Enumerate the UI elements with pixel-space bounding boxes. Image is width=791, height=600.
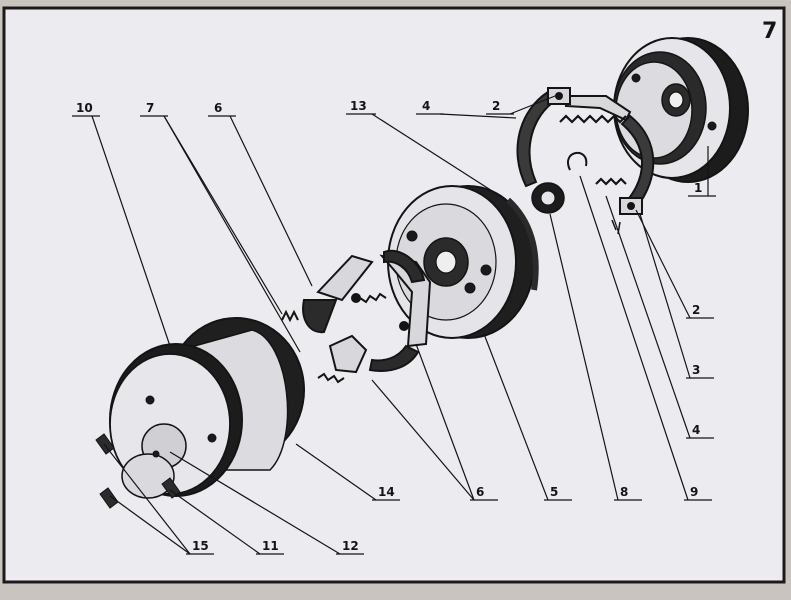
svg-text:9: 9 — [690, 485, 698, 499]
svg-text:3: 3 — [692, 363, 700, 377]
callout-15: 15 — [103, 443, 214, 555]
part-brake-drum — [613, 37, 749, 183]
callout-13: 13 — [346, 99, 501, 197]
part-brake-shoes — [516, 87, 655, 235]
svg-text:10: 10 — [76, 101, 93, 115]
svg-text:12: 12 — [342, 539, 359, 553]
part-seal-ring — [531, 182, 565, 214]
svg-text:14: 14 — [378, 485, 395, 499]
svg-text:6: 6 — [476, 485, 484, 499]
callout-10: 10 — [72, 101, 171, 347]
svg-text:7: 7 — [146, 101, 154, 115]
callout-4-right: 4 — [605, 195, 714, 439]
svg-text:2: 2 — [692, 303, 700, 317]
callout-1: 1 — [688, 146, 716, 197]
page-number: 7 — [762, 19, 777, 44]
callout-3: 3 — [639, 213, 714, 379]
svg-text:1: 1 — [694, 181, 702, 195]
svg-text:2: 2 — [492, 99, 500, 113]
part-clutch-bell — [95, 317, 305, 509]
callout-11: 11 — [169, 489, 284, 555]
svg-text:4: 4 — [692, 423, 700, 437]
callout-8: 8 — [549, 213, 642, 501]
callout-7: 7 — [140, 101, 301, 353]
part-clutch-shoes — [281, 249, 432, 384]
svg-text:5: 5 — [550, 485, 558, 499]
callout-6-top: 6 — [208, 101, 313, 287]
callout-12: 12 — [169, 451, 364, 555]
svg-text:4: 4 — [422, 99, 430, 113]
callout-2-right: 2 — [635, 209, 714, 319]
svg-text:8: 8 — [620, 485, 628, 499]
callout-14: 14 — [295, 443, 400, 501]
svg-text:11: 11 — [262, 539, 279, 553]
svg-text:15: 15 — [192, 539, 209, 553]
callout-6-bottom: 6 — [371, 343, 498, 501]
svg-text:6: 6 — [214, 101, 222, 115]
callout-9: 9 — [579, 175, 712, 501]
svg-text:13: 13 — [350, 99, 367, 113]
part-clutch-plate — [387, 185, 539, 339]
callout-2-top: 2 — [486, 93, 561, 115]
callout-5: 5 — [483, 333, 572, 501]
callout-4-top: 4 — [416, 99, 517, 119]
